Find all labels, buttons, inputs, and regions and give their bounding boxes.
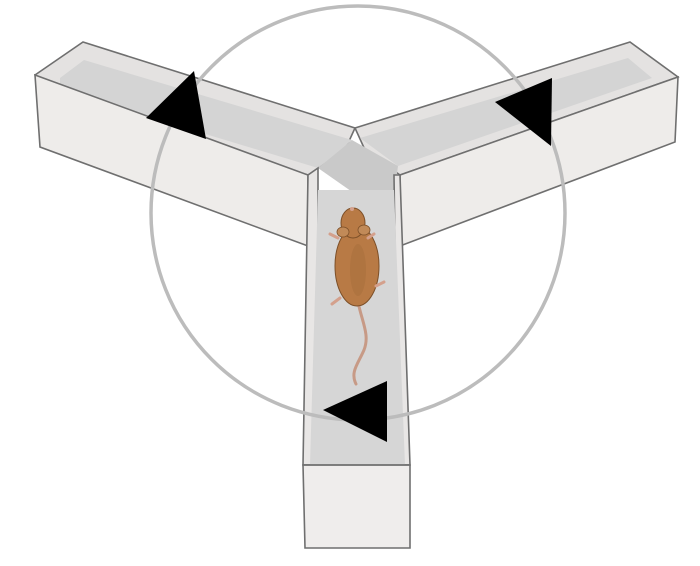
stem-end-wall <box>302 464 411 549</box>
center-floor <box>318 140 398 196</box>
mouse-forepaw-left <box>328 232 340 240</box>
right-arm-inner-floor <box>360 58 652 166</box>
stem-arrow-icon <box>323 381 387 442</box>
mouse-ear-left <box>336 226 350 238</box>
stem-arm <box>302 140 411 549</box>
left-arm-inner-floor <box>60 60 352 168</box>
right-arm-arrow-icon <box>495 78 552 146</box>
mouse-forepaw-right <box>366 232 376 240</box>
direction-arrows <box>146 71 552 442</box>
mouse-nose <box>350 207 354 211</box>
mouse-tail <box>352 300 368 386</box>
mouse-back-stripe <box>350 244 366 296</box>
mouse-ear-right <box>357 224 371 236</box>
mouse-hindpaw-right <box>374 280 386 288</box>
left-arm-arrow-icon <box>146 71 206 139</box>
mouse <box>328 207 386 386</box>
mouse-hindpaw-left <box>330 296 342 306</box>
right-arm <box>353 41 680 248</box>
